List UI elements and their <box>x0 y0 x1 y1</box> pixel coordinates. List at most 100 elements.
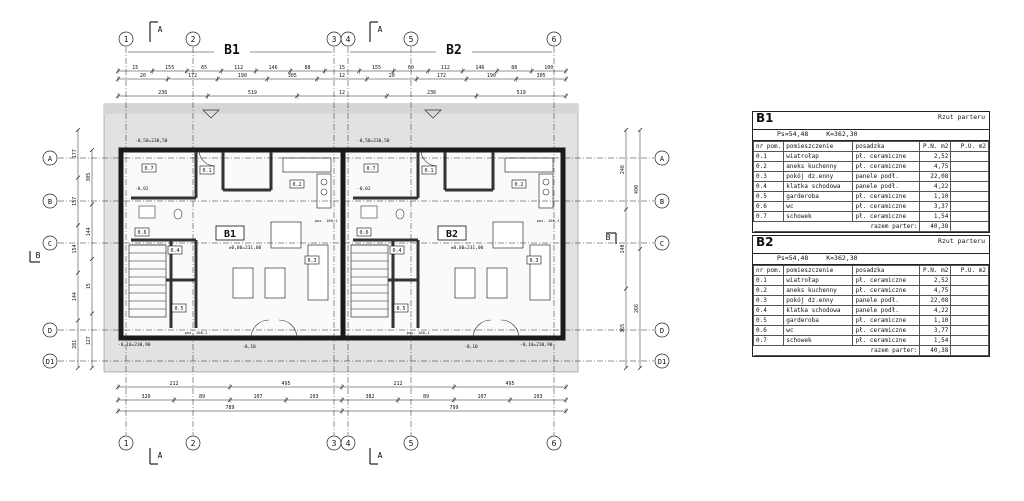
dimension-tick <box>75 365 81 371</box>
dimension-tick <box>75 318 81 323</box>
table-cell: aneks kuchenny <box>783 161 854 172</box>
section-mark-label: B <box>36 251 41 260</box>
axis-label-column: 4 <box>346 35 351 44</box>
dining-table <box>492 221 524 249</box>
dimension-label: 172 <box>437 73 446 79</box>
dimension-tick <box>89 256 95 262</box>
axis-bubble <box>340 435 356 451</box>
table-cell: aneks kuchenny <box>783 285 854 296</box>
axis-label-row: D1 <box>658 358 666 366</box>
dimension-label: 12 <box>339 90 345 96</box>
ps-value: Ps=54,48 <box>777 130 809 138</box>
table-cell: wc <box>783 201 854 212</box>
dimension-label: 15 <box>339 65 345 71</box>
axis-bubble <box>118 31 134 47</box>
door-swing <box>472 319 492 339</box>
level-label: -0,10 <box>242 344 256 350</box>
dimension-label: 495 <box>281 381 290 387</box>
dimension-tick <box>75 127 81 133</box>
dimension-tick <box>623 286 629 291</box>
room-tag: 0.5 <box>174 306 183 312</box>
section-mark-label: B <box>606 233 611 242</box>
dimension-label: 519 <box>517 90 526 96</box>
axis-bubble <box>654 150 670 166</box>
table-cell: 0.7 <box>752 335 785 346</box>
room-tag-box <box>526 255 542 265</box>
table-cell: pł. ceramiczne <box>852 335 921 346</box>
axis-bubble <box>42 193 58 209</box>
room-table-header: B1 Rzut parteru <box>753 112 989 130</box>
dimension-label: 154 <box>72 244 78 253</box>
table-cell: P.N. m2 <box>919 265 952 276</box>
dimension-label: 320 <box>141 394 150 400</box>
sofa <box>529 244 551 301</box>
room-tag: 0.5 <box>396 306 405 312</box>
toilet-icon <box>173 208 183 220</box>
dimension-label: 305 <box>537 73 546 79</box>
room-table-params: Ps=54,48 K=362,30 <box>753 254 989 265</box>
sum-label: razem parter: <box>753 221 921 232</box>
table-cell: pł. ceramiczne <box>852 151 921 162</box>
room-tag: 0.4 <box>392 248 401 254</box>
dimension-label: 490 <box>634 185 640 194</box>
table-cell: 4,22 <box>919 181 952 192</box>
dimension-label: 236 <box>158 90 167 96</box>
room-tag: 0.3 <box>529 258 538 264</box>
table-cell: 2,52 <box>919 275 952 286</box>
room-tag-box <box>363 163 379 173</box>
axis-label-row: B <box>660 198 664 206</box>
table-cell: 0.4 <box>752 181 785 192</box>
axis-label-row: D <box>660 327 664 335</box>
axis-bubble <box>654 235 670 251</box>
table-cell: posadzka <box>852 141 921 152</box>
axis-bubble <box>654 353 670 369</box>
table-cell: 4,75 <box>919 285 952 296</box>
table-cell: pł. ceramiczne <box>852 161 921 172</box>
room-tag-box <box>511 179 527 189</box>
unit-header: B1 <box>224 43 240 58</box>
dimension-label: 172 <box>188 73 197 79</box>
table-cell: pł. ceramiczne <box>852 325 921 336</box>
table-cell: 3,77 <box>919 325 952 336</box>
dimension-label: 212 <box>169 381 178 387</box>
sofa <box>307 244 329 301</box>
axis-label-row: D <box>48 327 52 335</box>
table-cell: 1,54 <box>919 335 952 346</box>
table-cell <box>950 315 989 326</box>
dimension-label: 305 <box>288 73 297 79</box>
room-tag-box <box>389 245 405 255</box>
toilet-icon <box>395 208 405 220</box>
axis-label-column: 1 <box>124 35 129 44</box>
floor-plan-drawing: B1±0,00=231,000.10.20.30.40.50.60.7-0,10… <box>29 21 670 465</box>
axis-bubble <box>118 435 134 451</box>
axis-label-column: 1 <box>124 439 129 448</box>
dimension-tick <box>623 365 629 371</box>
room-table-b2: B2 Rzut parteru Ps=54,48 K=362,30 nr pom… <box>752 235 990 357</box>
section-mark-label: A <box>378 451 383 460</box>
table-cell <box>950 221 989 232</box>
dimension-label: 155 <box>165 65 174 71</box>
dimension-label: 146 <box>475 65 484 71</box>
room-tag-box <box>421 165 437 175</box>
dimension-label: 60 <box>408 65 414 71</box>
table-cell <box>950 285 989 296</box>
axis-label-column: 6 <box>552 439 557 448</box>
dimension-label: 65 <box>201 65 207 71</box>
unit-header: B2 <box>446 43 462 58</box>
table-cell <box>950 325 989 336</box>
level-label: -0,02 <box>135 186 149 192</box>
table-cell: klatka schodowa <box>783 305 854 316</box>
misc-label: pos. 100,1 <box>407 330 431 335</box>
room-tag: 0.3 <box>307 258 316 264</box>
room-tag-box <box>199 165 215 175</box>
dimension-label: 203 <box>533 394 542 400</box>
hob-icon <box>542 188 550 196</box>
dimension-label: 789 <box>225 405 234 411</box>
room-tag: 0.1 <box>424 168 433 174</box>
